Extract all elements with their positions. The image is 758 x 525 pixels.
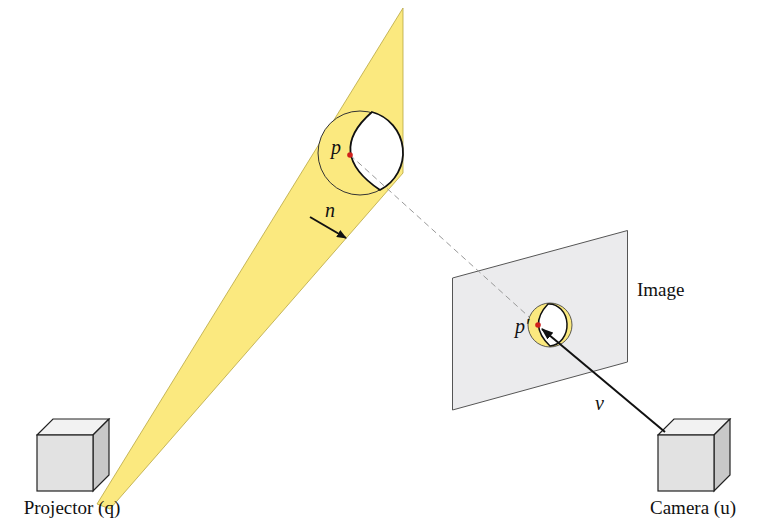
device-cube: [36, 418, 112, 494]
projector-beam: [97, 8, 403, 509]
surface-point: [347, 152, 353, 158]
device-label: Projector (q): [24, 498, 121, 519]
normal-arrow: [310, 217, 346, 238]
projection-ray: [350, 155, 538, 325]
image-crescent: [538, 304, 567, 346]
projector-device: Projector (q): [22, 418, 123, 524]
point-label: p: [331, 137, 341, 157]
view-ray-label: v: [595, 393, 604, 413]
camera-device: Camera (u): [648, 418, 738, 524]
device-label: Camera (u): [650, 498, 736, 519]
image-circle: [528, 303, 572, 347]
device-cube: [657, 418, 733, 494]
shadow-crescent: [350, 112, 403, 190]
normal-label: n: [325, 200, 335, 220]
image-point: [535, 322, 541, 328]
plane-label: Image: [637, 280, 684, 301]
image-point-label: p′: [515, 316, 529, 336]
